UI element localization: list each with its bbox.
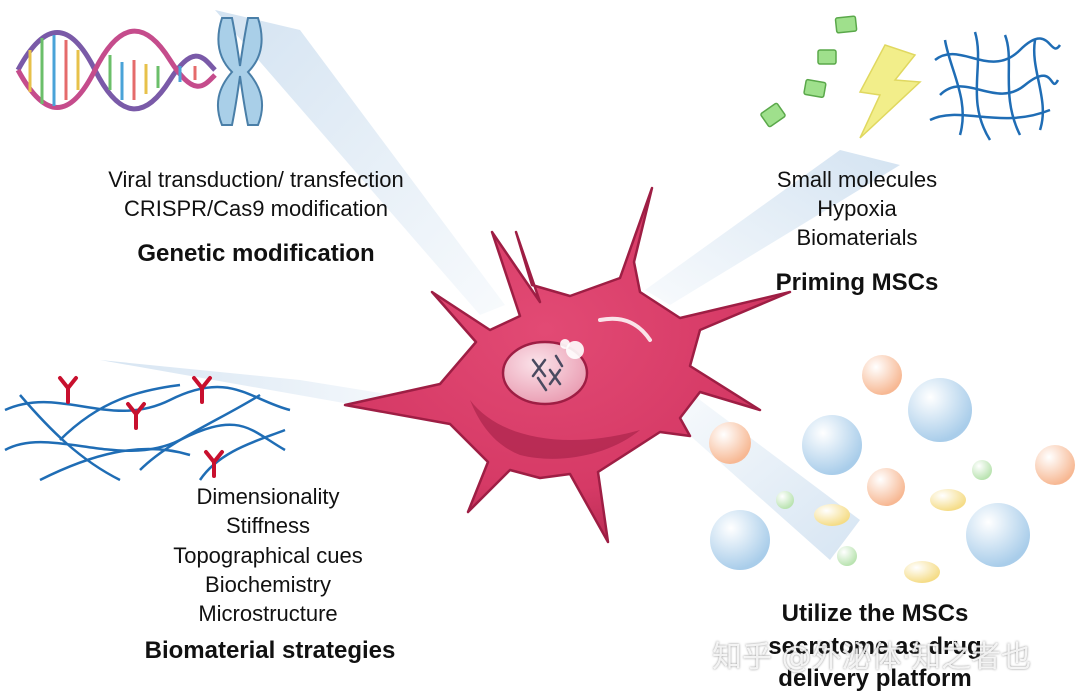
delivery-title-line-1: Utilize the MSCs <box>781 600 969 627</box>
receptor-y-icon <box>58 376 224 478</box>
priming-item-1: Small molecules <box>776 167 938 192</box>
priming-title: Priming MSCs <box>775 269 939 296</box>
genetic-title: Genetic modification <box>137 240 375 267</box>
biomaterial-item-5: Microstructure <box>198 601 338 626</box>
fiber-network-icon <box>929 31 1062 141</box>
beam-delivery <box>650 385 860 560</box>
dna-helix-icon <box>15 28 217 112</box>
watermark: 知乎 @外泌体·知之者也 <box>712 640 1032 675</box>
biomaterial-item-3: Topographical cues <box>173 543 363 568</box>
lightning-icon <box>858 44 922 139</box>
beam-genetic <box>215 10 505 315</box>
biomaterial-title: Biomaterial strategies <box>144 637 396 664</box>
priming-item-2: Hypoxia <box>817 196 897 221</box>
genetic-item-2: CRISPR/Cas9 modification <box>123 196 389 221</box>
chromosome-icon <box>216 17 264 126</box>
genetic-item-1: Viral transduction/ transfection <box>108 167 404 192</box>
delivery-title-line-3: delivery platform <box>778 665 972 692</box>
priming-item-3: Biomaterials <box>796 225 918 250</box>
fiber-network-icon <box>4 383 291 482</box>
vesicle-icon <box>709 355 1075 583</box>
beam-priming <box>645 150 900 305</box>
biomaterial-item-4: Biochemistry <box>205 572 331 597</box>
biomaterial-item-1: Dimensionality <box>196 484 340 509</box>
small-molecule-icon <box>760 15 858 128</box>
msc-cell-icon <box>343 186 792 544</box>
delivery-title-line-2: secretome as drug <box>768 633 982 660</box>
biomaterial-item-2: Stiffness <box>226 513 310 538</box>
